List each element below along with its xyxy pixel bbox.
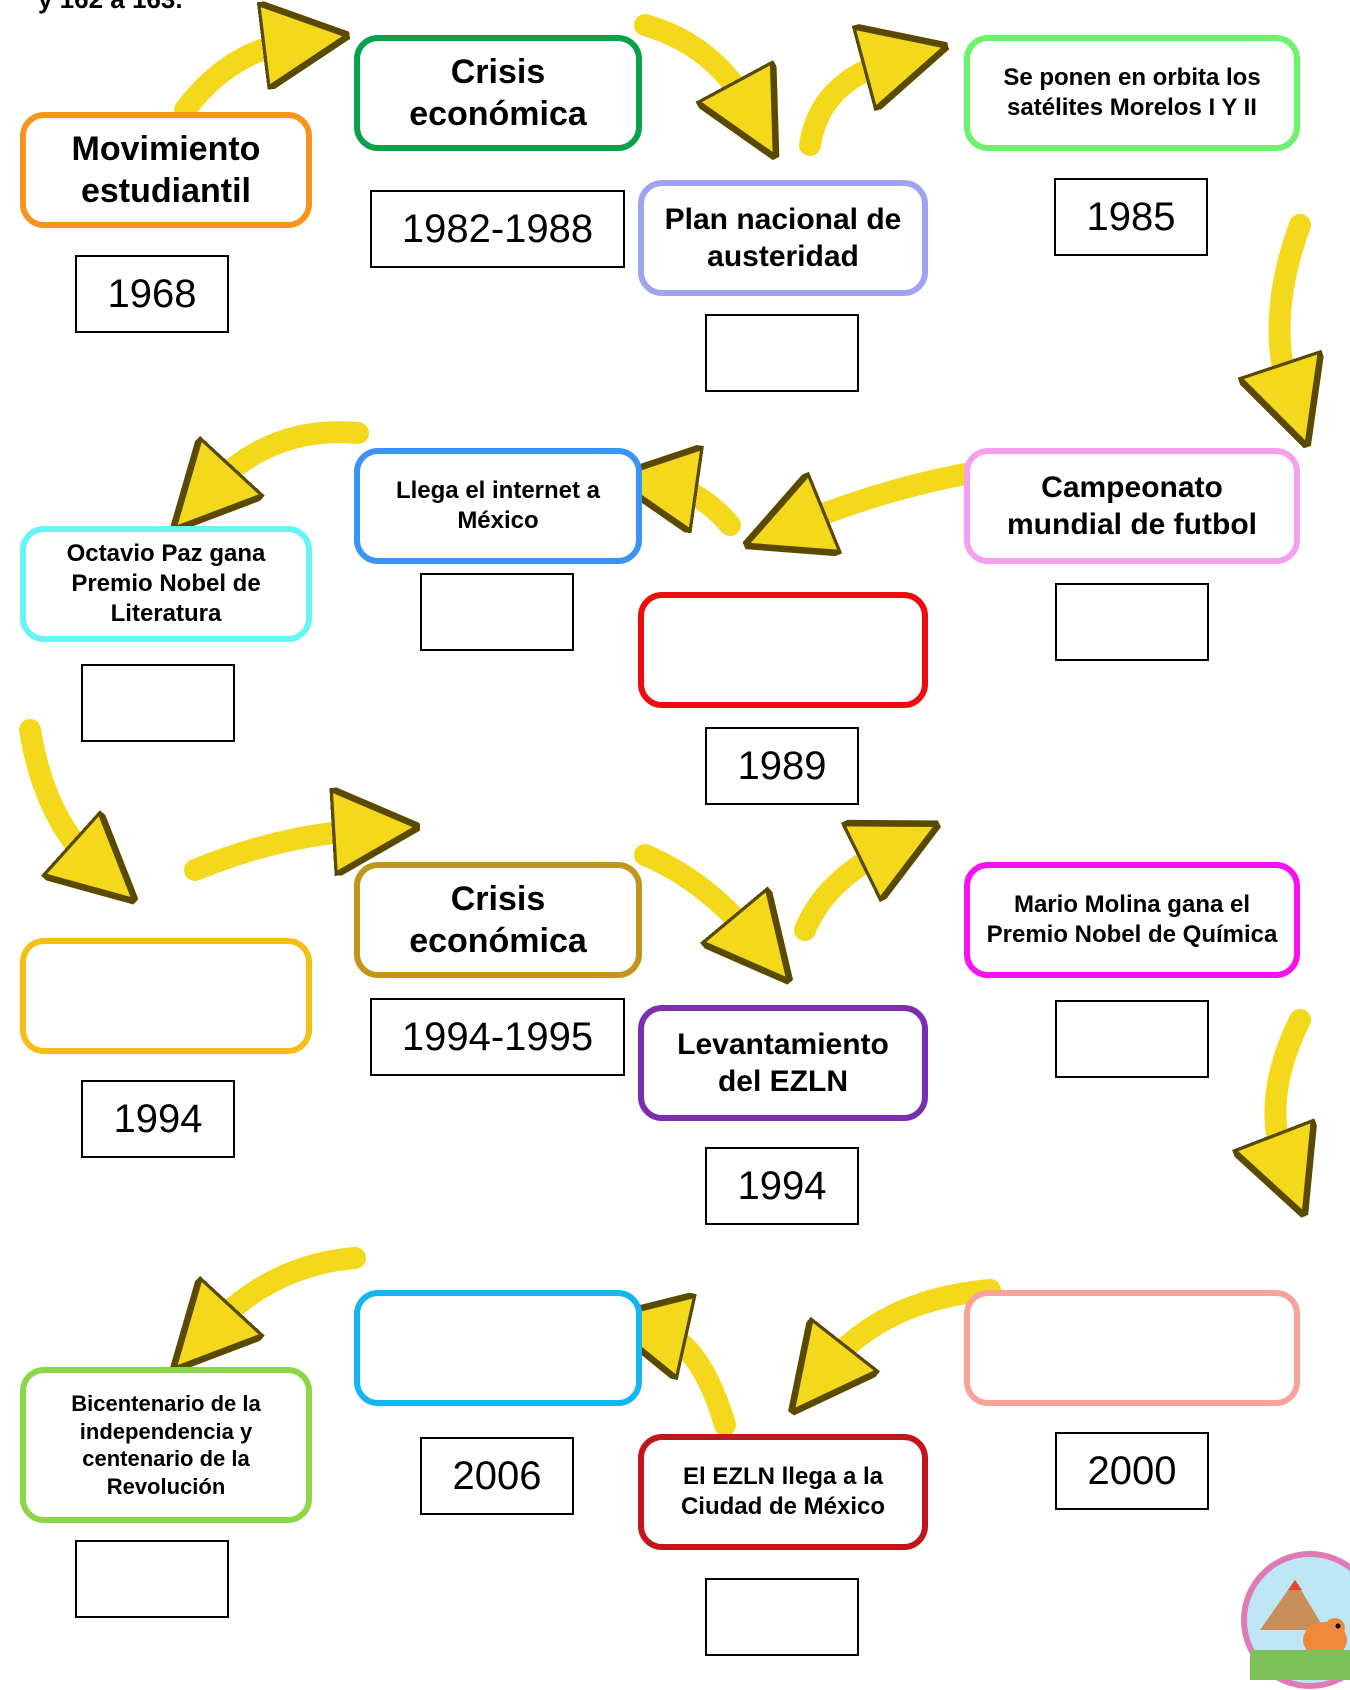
year-box-campeonato[interactable] (1055, 583, 1209, 661)
year-box-austeridad[interactable] (705, 314, 859, 392)
year-box-octavio[interactable] (81, 664, 235, 742)
event-label: Campeonato mundial de futbol (1007, 470, 1257, 542)
event-label: Crisis económica (409, 879, 587, 961)
year-box-blue[interactable]: 2006 (420, 1437, 574, 1515)
event-label: Movimiento estudiantil (71, 129, 261, 211)
event-internet: Llega el internet a México (354, 448, 642, 564)
year-box-ezln-cdmx[interactable] (705, 1578, 859, 1656)
arrow-14 (655, 1330, 736, 1436)
year-box-movimiento[interactable]: 1968 (75, 255, 229, 333)
event-movimiento: Movimiento estudiantil (20, 112, 312, 228)
arrow-11 (794, 848, 890, 941)
year-box-internet[interactable] (420, 573, 574, 651)
arrow-1 (174, 42, 295, 121)
year-box-molina[interactable] (1055, 1000, 1209, 1078)
arrow-10 (634, 844, 755, 940)
event-label: Levantamiento del EZLN (677, 1027, 889, 1099)
event-red-blank (638, 592, 928, 708)
event-octavio: Octavio Paz gana Premio Nobel de Literat… (20, 526, 312, 642)
event-label: Plan nacional de austeridad (664, 202, 902, 274)
year-box-satelites[interactable]: 1985 (1054, 178, 1208, 256)
year-box-yellow[interactable]: 1994 (81, 1080, 235, 1158)
arrow-15 (210, 1247, 366, 1330)
event-label: Bicentenario de la independencia y cente… (71, 1391, 261, 1499)
year-box-crisis-2[interactable]: 1994-1995 (370, 998, 625, 1076)
arrow-4 (1280, 214, 1300, 395)
event-campeonato: Campeonato mundial de futbol (964, 448, 1300, 564)
year-box-salmon[interactable]: 2000 (1055, 1432, 1209, 1510)
event-ezln: Levantamiento del EZLN (638, 1005, 928, 1121)
event-yellow-blank (20, 938, 312, 1054)
event-label: Crisis económica (409, 52, 587, 134)
event-label: Mario Molina gana el Premio Nobel de Quí… (986, 891, 1278, 948)
year-box-ezln[interactable]: 1994 (705, 1147, 859, 1225)
arrow-3 (799, 60, 895, 156)
event-blue-blank (354, 1290, 642, 1406)
event-austeridad: Plan nacional de austeridad (638, 180, 928, 296)
arrow-2 (634, 14, 750, 110)
event-label: Se ponen en orbita los satélites Morelos… (1003, 64, 1261, 121)
dinosaur-logo-icon (1241, 1551, 1350, 1689)
arrow-8 (19, 719, 95, 865)
event-molina: Mario Molina gana el Premio Nobel de Quí… (964, 862, 1300, 978)
event-satelites: Se ponen en orbita los satélites Morelos… (964, 35, 1300, 151)
event-label: Octavio Paz gana Premio Nobel de Literat… (66, 540, 266, 627)
header-fragment: y 162 a 163. (38, 0, 183, 15)
event-crisis-2: Crisis económica (354, 862, 642, 978)
event-bicentenario: Bicentenario de la independencia y cente… (20, 1367, 312, 1523)
year-box-bicentenario[interactable] (75, 1540, 229, 1618)
arrow-6 (665, 485, 741, 536)
event-label: El EZLN llega a la Ciudad de México (680, 1463, 886, 1520)
arrow-12 (1275, 1009, 1300, 1165)
event-crisis-1: Crisis económica (354, 35, 642, 151)
event-label: Llega el internet a México (395, 477, 601, 534)
year-box-crisis-1[interactable]: 1982-1988 (370, 190, 625, 268)
event-salmon-blank (964, 1290, 1300, 1406)
year-box-red[interactable]: 1989 (705, 727, 859, 805)
arrow-9 (184, 830, 365, 881)
event-ezln-cdmx: El EZLN llega a la Ciudad de México (638, 1434, 928, 1550)
arrow-7 (210, 421, 369, 490)
